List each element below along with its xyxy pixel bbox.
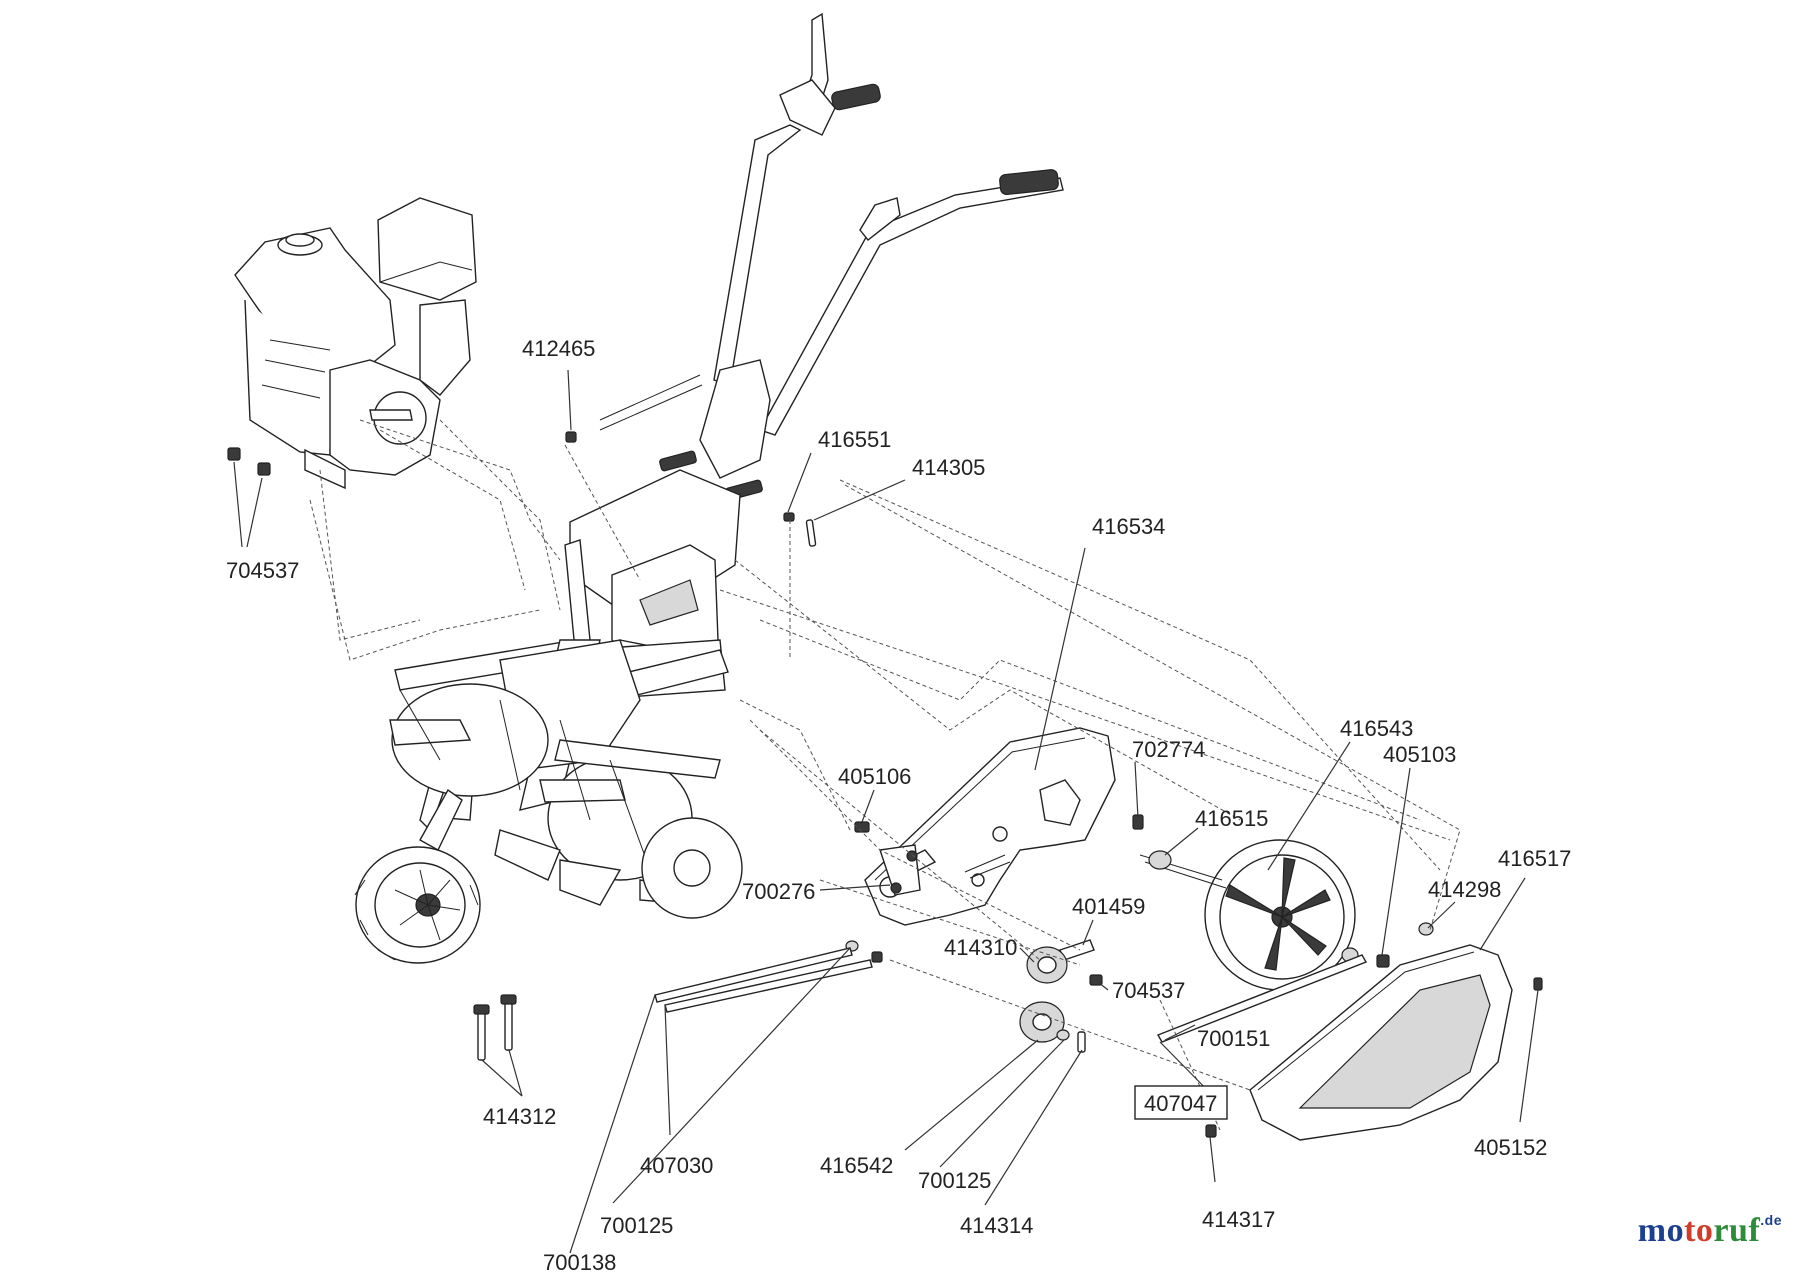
part-number-label: 414317: [1202, 1207, 1275, 1232]
brand-part-2: to: [1684, 1212, 1714, 1249]
engine: [234, 197, 477, 490]
part-number-label: 704537: [226, 558, 299, 583]
part-number-label: 414310: [944, 935, 1017, 960]
part-number-label: 700125: [918, 1168, 991, 1193]
part-number-label: 416515: [1195, 806, 1268, 831]
part-number-label: 416551: [818, 427, 891, 452]
handlebar: [599, 12, 1064, 501]
belt-cover-inner: [864, 727, 1116, 926]
part-number-label: 700151: [1197, 1026, 1270, 1051]
belt-cover-outer: [1249, 944, 1513, 1141]
part-number-label: 405106: [838, 764, 911, 789]
part-number-label: 407030: [640, 1153, 713, 1178]
part-number-label: 401459: [1072, 894, 1145, 919]
label-box: [1134, 1085, 1228, 1120]
large-pulley: [1139, 839, 1356, 991]
part-number-label: 704537: [1112, 978, 1185, 1003]
part-number-label: 414314: [960, 1213, 1033, 1238]
part-number-label: 414312: [483, 1104, 556, 1129]
part-number-label: 416517: [1498, 846, 1571, 871]
brand-tld: .de: [1760, 1212, 1782, 1228]
wheels: [354, 788, 743, 964]
small-parts: [227, 431, 1543, 1138]
part-number-label: 700276: [742, 879, 815, 904]
brand-part-1: mo: [1637, 1212, 1685, 1249]
boxed-part-label: 407047: [1134, 1085, 1228, 1120]
part-number-label: 414305: [912, 455, 985, 480]
part-number-label: 700125: [600, 1213, 673, 1238]
boxed-part-number: 407047: [1144, 1091, 1217, 1116]
part-number-label: 700138: [543, 1250, 616, 1272]
part-number-label: 702774: [1132, 737, 1205, 762]
part-number-label: 412465: [522, 336, 595, 361]
part-labels: 412465 416551 414305 416534 704537 41654…: [226, 336, 1571, 1272]
part-number-label: 405103: [1383, 742, 1456, 767]
part-number-label: 416534: [1092, 514, 1165, 539]
part-number-label: 405152: [1474, 1135, 1547, 1160]
assembly-dashed-lines: [309, 419, 1461, 1131]
part-number-label: 416542: [820, 1153, 893, 1178]
brand-logo: motoruf.de: [1638, 1212, 1782, 1250]
brand-part-3: ruf: [1713, 1212, 1761, 1249]
part-number-label: 414298: [1428, 877, 1501, 902]
leader-lines: [233, 369, 1539, 1254]
part-number-label: 416543: [1340, 716, 1413, 741]
